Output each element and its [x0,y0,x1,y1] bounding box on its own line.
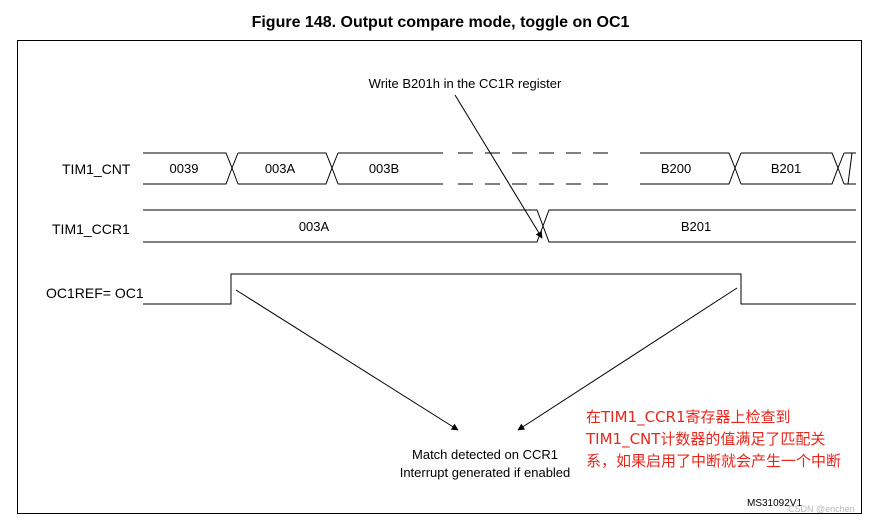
match-note-line2: Interrupt generated if enabled [400,465,571,480]
chinese-annotation: 在TIM1_CCR1寄存器上检查到 TIM1_CNT计数器的值满足了匹配关 系，… [586,406,876,472]
oc-signal-label: OC1REF= OC1 [46,285,144,301]
figure-title: Figure 148. Output compare mode, toggle … [251,14,630,31]
ccr-bus [143,209,856,243]
chinese-annotation-line2: TIM1_CNT计数器的值满足了匹配关 [586,430,826,448]
figure-frame [17,40,862,514]
ccr-signal-label: TIM1_CCR1 [52,221,130,237]
cnt-value-b201: B201 [771,161,801,176]
match-note-line1: Match detected on CCR1 [412,447,558,462]
chinese-annotation-line1: 在TIM1_CCR1寄存器上检查到 [586,408,791,426]
match-arrow-left [235,289,459,431]
write-arrow [454,94,543,239]
ccr-value-b201: B201 [681,219,711,234]
cnt-value-003b: 003B [369,161,399,176]
cnt-value-003a: 003A [265,161,296,176]
cnt-bus [143,152,856,185]
cnt-signal-label: TIM1_CNT [62,161,131,177]
figure-code: MS31092V1 [747,498,803,509]
oc-waveform [143,273,856,305]
write-register-note: Write B201h in the CC1R register [369,76,562,91]
chinese-annotation-line3: 系，如果启用了中断就会产生一个中断 [586,452,842,470]
ccr-value-003a: 003A [299,219,330,234]
match-arrow-right [517,287,738,431]
cnt-value-0039: 0039 [170,161,199,176]
watermark: CSDN @enchen [788,504,855,514]
cnt-value-b200: B200 [661,161,691,176]
